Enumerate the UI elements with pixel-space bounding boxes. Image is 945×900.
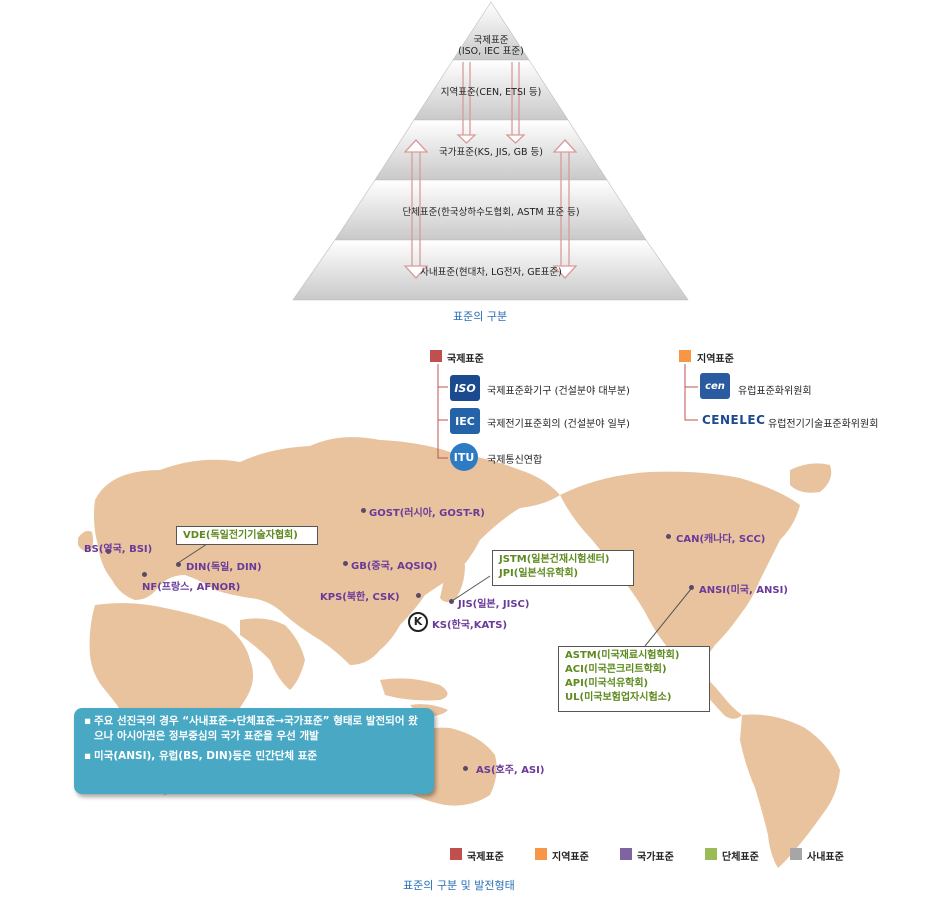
cen-org-text: 유럽표준화위원회 [738, 386, 812, 397]
gb-label: GB(중국, AQSIQ) [351, 561, 438, 572]
ansi-label: ANSI(미국, ANSI) [699, 585, 788, 596]
bottom-legend-square-international [450, 848, 462, 860]
as-label: AS(호주, ASI) [476, 765, 545, 776]
bottom-legend-square-association [705, 848, 717, 860]
callout-pointers [177, 543, 692, 647]
ks-label: KS(한국,KATS) [432, 620, 508, 631]
bottom-legend-label-regional: 지역표준 [552, 852, 589, 863]
cenelec-org-text: 유럽전기기술표준화위원회 [768, 419, 879, 430]
bottom-legend-square-national [620, 848, 632, 860]
pyramid-label-4: 단체표준(한국상하수도협회, ASTM 표준 등) [402, 207, 580, 218]
info-box-item-1: 주요 선진국의 경우 “사내표준→단체표준→국가표준” 형태로 발전되어 왔으나… [84, 714, 424, 744]
astm-callout-line-4: UL(미국보험업자시험소) [565, 692, 672, 703]
pyramid-label-3: 국가표준(KS, JIS, GB 등) [439, 147, 543, 158]
world-map [78, 437, 840, 868]
vde-callout-line: VDE(독일전기기술자협회) [183, 530, 298, 541]
international-legend-title: 국제표준 [447, 354, 484, 365]
pyramid-label-5: 사내표준(현대차, LG전자, GE표준) [420, 267, 562, 278]
iec-logo-icon: IEC [450, 408, 480, 434]
ks-logo-icon: K [408, 612, 428, 632]
pyramid-label-2: 지역표준(CEN, ETSI 등) [440, 87, 542, 98]
itu-logo-icon: ITU [450, 443, 478, 471]
bottom-legend-label-association: 단체표준 [722, 852, 759, 863]
astm-callout-line-1: ASTM(미국재료시험학회) [565, 650, 680, 661]
astm-callout-line-2: ACI(미국콘크리트학회) [565, 664, 667, 675]
bottom-legend-square-regional [535, 848, 547, 860]
astm-callout: ASTM(미국재료시험학회) ACI(미국콘크리트학회) API(미국석유학회)… [558, 646, 710, 712]
gost-dot [361, 508, 366, 513]
bs-label: BS(영국, BSI) [84, 544, 153, 555]
legend-connectors [437, 364, 698, 459]
kps-dot [416, 593, 421, 598]
regional-legend-square [679, 350, 691, 362]
pyramid-caption: 표준의 구분 [453, 310, 508, 323]
din-dot [176, 562, 181, 567]
nf-dot [142, 572, 147, 577]
pyramid-arrows [403, 62, 578, 279]
iso-logo-icon: ISO [450, 375, 480, 401]
kps-label: KPS(북한, CSK) [320, 592, 400, 603]
astm-callout-line-3: API(미국석유학회) [565, 678, 649, 689]
iec-org-text: 국제전기표준회의 (건설분야 일부) [487, 419, 630, 430]
pyramid-label-1: 국제표준 (ISO, IEC 표준) [441, 35, 541, 57]
nf-label: NF(프랑스, AFNOR) [142, 582, 241, 593]
jstm-callout: JSTM(일본건재시험센터) JPI(일본석유학회) [492, 550, 634, 586]
cen-logo-icon: cen [700, 373, 730, 399]
as-dot [463, 766, 468, 771]
jis-dot [449, 599, 454, 604]
pyramid-level-5 [292, 239, 689, 301]
international-legend-square [430, 350, 442, 362]
pyramid-label-1-line2: (ISO, IEC 표준) [458, 46, 524, 57]
jstm-callout-line-2: JPI(일본석유학회) [499, 568, 579, 579]
vde-callout: VDE(독일전기기술자협회) [176, 526, 318, 545]
info-box: 주요 선진국의 경우 “사내표준→단체표준→국가표준” 형태로 발전되어 왔으나… [74, 708, 434, 794]
bottom-legend-square-company [790, 848, 802, 860]
bottom-legend-label-national: 국가표준 [637, 852, 674, 863]
bottom-legend-label-international: 국제표준 [467, 852, 504, 863]
can-dot [666, 534, 671, 539]
ansi-dot [689, 585, 694, 590]
pyramid-label-1-line1: 국제표준 [473, 35, 509, 46]
bottom-legend-label-company: 사내표준 [807, 852, 844, 863]
din-label: DIN(독일, DIN) [186, 562, 262, 573]
jstm-callout-line-1: JSTM(일본건재시험센터) [499, 554, 610, 565]
gost-label: GOST(러시아, GOST-R) [369, 508, 485, 519]
cenelec-logo-icon: CENELEC [702, 413, 766, 427]
map-caption: 표준의 구분 및 발전형태 [403, 879, 515, 892]
itu-org-text: 국제통신연합 [487, 455, 543, 466]
jis-label: JIS(일본, JISC) [458, 599, 530, 610]
info-box-item-2: 미국(ANSI), 유럽(BS, DIN)등은 민간단체 표준 [84, 749, 424, 764]
bs-dot [106, 549, 111, 554]
can-label: CAN(캐나다, SCC) [676, 534, 766, 545]
gb-dot [343, 561, 348, 566]
regional-legend-title: 지역표준 [697, 354, 734, 365]
iso-org-text: 국제표준화기구 (건설분야 대부분) [487, 386, 630, 397]
